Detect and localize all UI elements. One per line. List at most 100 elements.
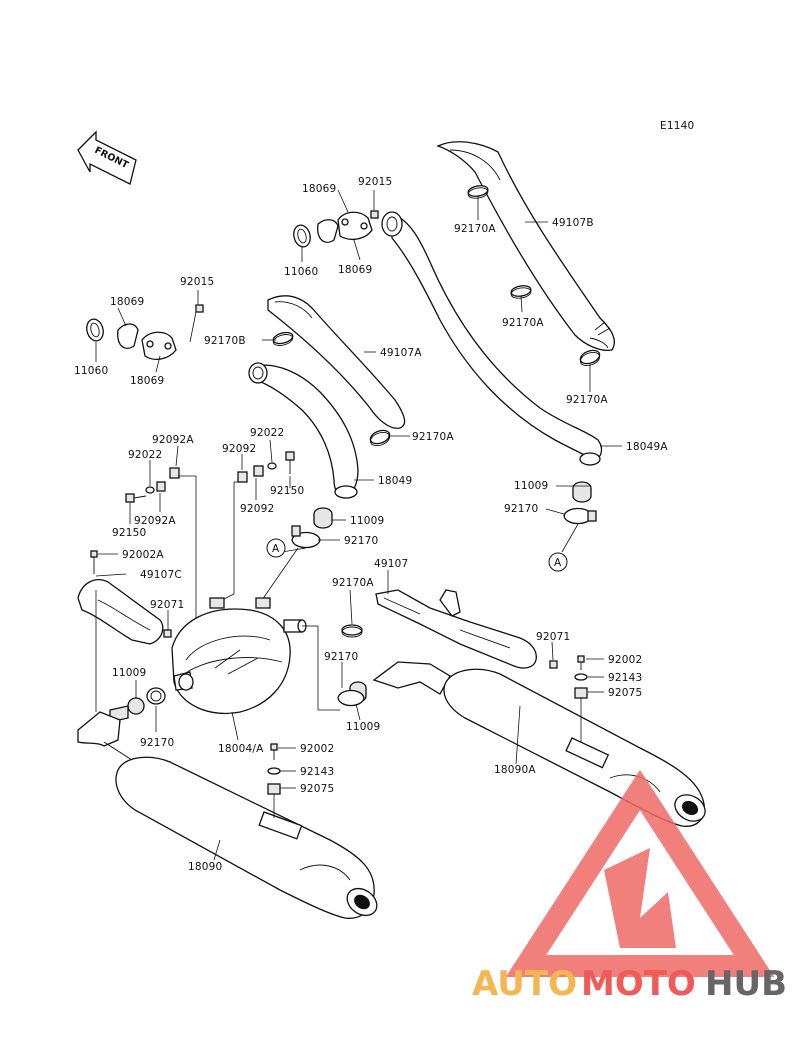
label-92170a-4: 92170A <box>412 431 454 443</box>
gasket-11009-middle <box>313 507 333 529</box>
nut-92092a-lower <box>156 481 166 492</box>
nut-92092-upper <box>237 471 248 483</box>
bolt-92002-right <box>577 655 585 670</box>
heat-cover-49107a <box>267 295 406 429</box>
label-92170-m: 92170 <box>344 535 378 547</box>
bolt-92150-right <box>285 451 295 474</box>
label-18069-top: 18069 <box>302 183 336 195</box>
watermark-auto: AUTO <box>472 964 577 1004</box>
watermark-moto: MOTO <box>581 964 696 1004</box>
label-92092a-2: 92092A <box>134 515 176 527</box>
leader-lines <box>95 189 622 861</box>
label-18069-top2: 18069 <box>338 264 372 276</box>
clamp-92170a-left <box>369 429 391 447</box>
label-11060-top: 11060 <box>284 266 318 278</box>
clamp-92170a-center <box>341 624 363 638</box>
label-18069-l: 18069 <box>110 296 144 308</box>
label-92015-l: 92015 <box>180 276 214 288</box>
washer-92022-right <box>267 462 277 470</box>
label-92170-c: 92170 <box>324 651 358 663</box>
gasket-11060-right <box>293 224 311 248</box>
label-11009-l: 11009 <box>112 667 146 679</box>
label-92150-2: 92150 <box>112 527 146 539</box>
muffler-18004a <box>171 597 307 715</box>
label-92143-b: 92143 <box>300 766 334 778</box>
washer-92022-left <box>145 486 155 494</box>
label-18049a: 18049A <box>626 441 668 453</box>
gasket-11060-left <box>86 318 104 342</box>
nut-92092-lower <box>253 465 264 477</box>
clamp-92170-center <box>337 689 365 707</box>
label-11060-l: 11060 <box>74 365 108 377</box>
gasket-11009-right <box>572 481 592 503</box>
heat-cover-49107 <box>375 589 537 669</box>
label-18069-l2: 18069 <box>130 375 164 387</box>
clamp-92170-middle <box>291 525 321 549</box>
label-92170a-2: 92170A <box>502 317 544 329</box>
clamp-92170a-lower <box>579 349 601 367</box>
label-92002a: 92002A <box>122 549 164 561</box>
label-92150-1: 92150 <box>270 485 304 497</box>
exhaust-pipe-18049a <box>381 211 603 466</box>
label-49107b: 49107B <box>552 217 594 229</box>
label-92170-l: 92170 <box>140 737 174 749</box>
damper-92075-right <box>574 687 588 699</box>
bolt-92002-lower <box>270 743 278 760</box>
nut-92071-left <box>163 629 172 638</box>
label-92092a-1: 92092A <box>152 434 194 446</box>
bolt-92002a <box>90 550 98 574</box>
nut-92071-right <box>549 660 558 669</box>
label-92075-r: 92075 <box>608 687 642 699</box>
label-18090: 18090 <box>188 861 222 873</box>
front-arrow-icon: FRONT <box>77 130 137 185</box>
label-92092-2: 92092 <box>240 503 274 515</box>
label-49107c: 49107C <box>140 569 182 581</box>
label-92170a-1: 92170A <box>454 223 496 235</box>
heat-cover-49107c <box>77 579 164 645</box>
label-92075-b: 92075 <box>300 783 334 795</box>
callout-a-left-label: A <box>272 543 280 555</box>
label-18090a: 18090A <box>494 764 536 776</box>
nut-92015-left <box>195 304 204 313</box>
watermark-hub: HUB <box>705 964 787 1004</box>
washer-92143-right <box>574 673 588 681</box>
label-11009-m: 11009 <box>350 515 384 527</box>
label-92143-r: 92143 <box>608 672 642 684</box>
label-92170a-5: 92170A <box>332 577 374 589</box>
clamp-92170b <box>272 331 294 346</box>
label-92022-1: 92022 <box>128 449 162 461</box>
label-11009-c: 11009 <box>346 721 380 733</box>
watermark-text: AUTO MOTO HUB <box>472 964 787 1004</box>
label-92022-2: 92022 <box>250 427 284 439</box>
label-92170-r: 92170 <box>504 503 538 515</box>
label-92015-top: 92015 <box>358 176 392 188</box>
label-11009-r: 11009 <box>514 480 548 492</box>
clamp-92170a-upper <box>467 185 489 199</box>
exhaust-pipe-18049 <box>248 362 359 499</box>
label-92170b: 92170B <box>204 335 246 347</box>
label-49107: 49107 <box>374 558 408 570</box>
flange-18069-right <box>317 211 373 243</box>
nut-92092a-upper <box>169 467 180 479</box>
reference-code: E1140 <box>660 120 694 132</box>
watermark-logo <box>505 769 775 977</box>
label-92002-b: 92002 <box>300 743 334 755</box>
label-92002-r: 92002 <box>608 654 642 666</box>
label-92071-r: 92071 <box>536 631 570 643</box>
damper-92075-lower <box>267 783 281 795</box>
muffler-18090 <box>77 711 378 919</box>
part-labels: 18069 92015 11060 18069 92170A 49107B 92… <box>74 176 668 873</box>
label-18004a: 18004/A <box>218 743 264 755</box>
callout-a-right: A <box>548 552 568 572</box>
callout-a-right-label: A <box>554 557 562 569</box>
label-92071-l: 92071 <box>150 599 184 611</box>
label-49107a: 49107A <box>380 347 422 359</box>
washer-92143-lower <box>267 767 281 775</box>
clamp-92170-right <box>563 507 597 525</box>
nut-92015-right <box>370 210 379 219</box>
clamp-92170a-middle <box>510 285 532 299</box>
bolt-92150-left <box>125 493 147 503</box>
label-18049: 18049 <box>378 475 412 487</box>
flange-18069-left <box>117 323 177 361</box>
